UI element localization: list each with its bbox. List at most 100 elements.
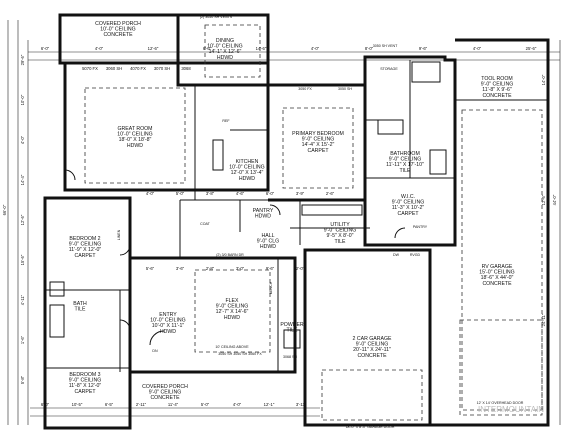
room-label-line: COVERED PORCH <box>142 384 188 390</box>
room-label-line: UTILITY <box>330 222 350 228</box>
bench-label: BENCH <box>269 281 273 294</box>
dim-top-small: 3060 SH <box>106 66 122 71</box>
dimension-lines <box>7 20 561 425</box>
windows-low-label: 3068 SH <box>283 355 297 359</box>
dim-top: 4'-0" <box>95 46 104 51</box>
dim-interior: 2'-8" <box>206 266 215 271</box>
dim-top-small: 3068 <box>181 66 191 71</box>
room-label-line: KITCHEN <box>236 159 259 165</box>
room-label-line: HDWD <box>239 176 255 182</box>
dim-left: 5'-8" <box>20 375 25 384</box>
room-label-line: 9'-0" CEILING <box>302 137 335 143</box>
rvgd-label: RVGD <box>410 253 421 257</box>
room-label-line: 20'-11" X 24'-11" <box>353 347 391 353</box>
dim-left: 4'-11" <box>20 294 25 305</box>
room-label-line: 11'-8" X 9'-6" <box>482 87 512 93</box>
room-label-line: TOOL ROOM <box>481 76 512 82</box>
coat-label: COAT <box>200 222 211 226</box>
dw-label: DW <box>393 253 400 257</box>
dim-interior: 5'-6" <box>146 266 155 271</box>
room-label-line: 11'-9" X 12'-0" <box>69 247 102 253</box>
dim-interior: 3'-8" <box>206 191 215 196</box>
watermark-text: INTERMOUNTAIN <box>478 405 544 414</box>
room-label-line: 2 CAR GARAGE <box>353 336 392 342</box>
ref-label: REF <box>222 119 230 123</box>
dim-top: 6'-0" <box>41 46 50 51</box>
dim-left: 14'-4" <box>20 174 25 185</box>
dim-top: 25'-6" <box>526 46 537 51</box>
room-label-line: 9'-0" CEILING <box>216 304 249 310</box>
room-label-line: 9'-0" CEILING <box>69 378 102 384</box>
dim-overall-left: 66'-0" <box>2 204 7 215</box>
dim-bottom: 10'-5" <box>72 402 83 407</box>
room-label-line: PRIMARY BEDROOM <box>292 131 344 137</box>
barn-door-label: (2) 3/0 BARN DR <box>216 253 244 257</box>
dim-interior: 2'-0" <box>296 266 305 271</box>
dim-right: 12'-6" <box>541 194 546 205</box>
room-label-line: 9'-0" CLG <box>257 239 279 245</box>
vent-top-label: (2) 3050 SH VENTS <box>200 15 233 19</box>
garage-door-label: 18'-0" X 8'-0" GARAGE DOOR <box>346 425 395 429</box>
room-label-line: HALL <box>262 233 275 239</box>
room-label-line: CONCRETE <box>357 353 387 359</box>
linen-label: LINEN <box>117 229 121 240</box>
room-label-line: GREAT ROOM <box>118 126 153 132</box>
room-label-line: BEDROOM 2 <box>69 236 100 242</box>
interior-walls <box>45 60 548 372</box>
dim-bottom: 4'-0" <box>233 402 242 407</box>
dim-top: 8'-0" <box>365 46 374 51</box>
storage-label: STORAGE <box>380 67 398 71</box>
dim-top: 4'-0" <box>473 46 482 51</box>
room-label-line: 10'-0" CEILING <box>207 44 242 50</box>
dim-right: 14'-0" <box>541 74 546 85</box>
dim-top: 4'-0" <box>311 46 320 51</box>
room-label-line: 11'-3" X 10'-2" <box>392 205 425 211</box>
dim-interior: 4'-0" <box>146 191 155 196</box>
dim-interior: 5'-0" <box>176 191 185 196</box>
dim-overall-right: 44'-0" <box>552 194 557 205</box>
dim-interior: 3'-0" <box>236 266 245 271</box>
dim-left: 29'-6" <box>20 54 25 65</box>
room-label-line: 9'-0" CEILING <box>356 342 389 348</box>
room-label-line: PANTRY <box>253 208 274 214</box>
window-sh-label: 3050 SH <box>338 87 352 91</box>
door-swings <box>64 169 406 346</box>
room-label-line: CONCRETE <box>150 395 180 401</box>
dim-interior: 4'-6" <box>236 191 245 196</box>
room-label-line: 15'-0" CEILING <box>479 270 514 276</box>
dim-left: 1'-6" <box>20 335 25 344</box>
room-label-line: 9'-5" X 8'-0" <box>326 233 353 239</box>
room-label-line: CARPET <box>74 253 96 259</box>
ceiling-above-label: 10' CEILING ABOVE <box>215 345 249 349</box>
pantry-small-label: PANTRY <box>413 225 428 229</box>
room-label-line: TILE <box>335 239 346 245</box>
room-label-line: BATHROOM <box>390 151 420 157</box>
room-label-line: 10'-0" CEILING <box>150 318 185 324</box>
room-label-line: CARPET <box>397 211 419 217</box>
dim-bottom: 6'-0" <box>41 402 50 407</box>
misc-labels: COAT (2) 3/0 BARN DR BENCH DN REF DW RVG… <box>117 15 544 429</box>
room-label-line: POWDER <box>280 322 304 328</box>
dim-interior: 6'-0" <box>266 191 275 196</box>
dim-interior: 3'-9" <box>296 191 305 196</box>
room-label-line: BEDROOM 3 <box>69 372 100 378</box>
room-label-line: 18'-0" X 18'-8" <box>119 137 152 143</box>
room-label-line: 10'-0" X 11'-1" <box>152 323 185 329</box>
dim-bottom: 6'-5" <box>105 402 114 407</box>
dim-top: 12'-6" <box>148 46 159 51</box>
room-label-line: 9'-0" CEILING <box>324 228 357 234</box>
window-fx-label: 3050 FX <box>298 87 312 91</box>
room-label-line: FLEX <box>226 298 240 304</box>
room-label-line: 9'-0" CEILING <box>69 242 102 248</box>
room-label-line: HDWD <box>224 315 240 321</box>
dim-left: 10'-0" <box>20 94 25 105</box>
